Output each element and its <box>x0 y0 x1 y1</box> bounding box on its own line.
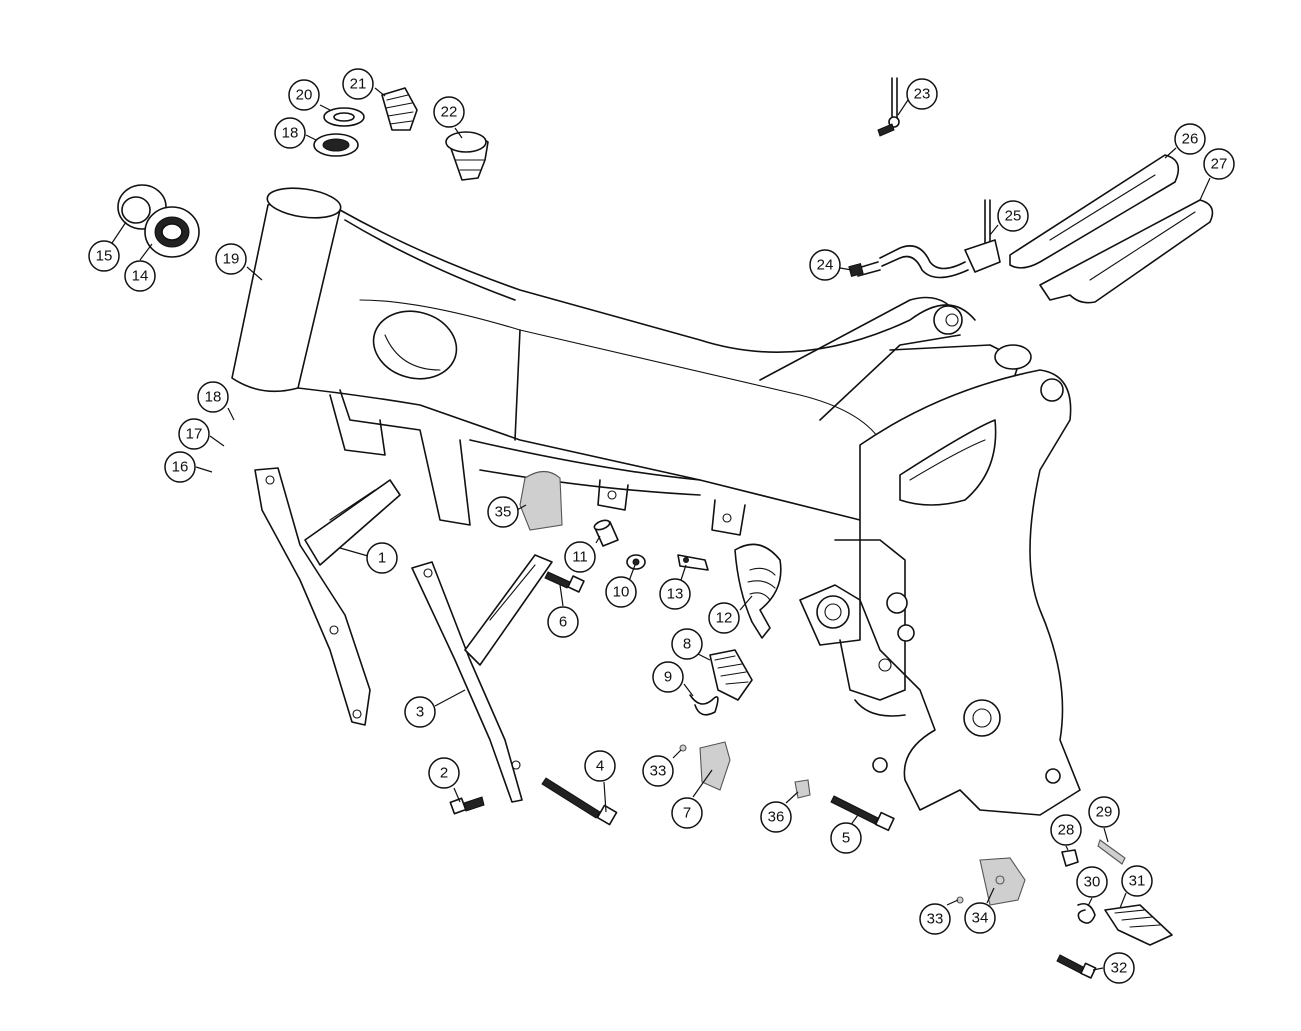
callout-33-upper: 33 <box>642 755 674 787</box>
callout-20: 20 <box>288 79 320 111</box>
callout-label: 31 <box>1129 873 1146 890</box>
callout-label: 33 <box>927 911 944 928</box>
callout-label: 3 <box>416 704 424 721</box>
callout-label: 18 <box>282 125 299 142</box>
callout-4: 4 <box>584 750 616 782</box>
callout-label: 11 <box>572 549 588 566</box>
callout-label: 27 <box>1211 156 1228 173</box>
callout-26: 26 <box>1174 123 1206 155</box>
callout-28: 28 <box>1050 814 1082 846</box>
callout-6: 6 <box>547 606 579 638</box>
callout-27: 27 <box>1203 148 1235 180</box>
callout-label: 7 <box>683 805 691 822</box>
callout-label: 34 <box>972 910 989 927</box>
callout-29: 29 <box>1088 796 1120 828</box>
callout-31: 31 <box>1121 865 1153 897</box>
callout-label: 5 <box>842 830 850 847</box>
callout-label: 36 <box>768 809 785 826</box>
callout-label: 18 <box>205 389 222 406</box>
callout-25: 25 <box>997 200 1029 232</box>
callout-18-lower: 18 <box>197 381 229 413</box>
callout-label: 13 <box>667 586 684 603</box>
callout-13: 13 <box>659 578 691 610</box>
callout-33-lower: 33 <box>919 903 951 935</box>
callout-label: 35 <box>495 504 512 521</box>
callout-16: 16 <box>164 451 196 483</box>
callout-14: 14 <box>124 260 156 292</box>
main-frame <box>231 187 1081 816</box>
callout-1: 1 <box>366 542 398 574</box>
callout-21: 21 <box>342 68 374 100</box>
callout-label: 28 <box>1058 822 1075 839</box>
callout-label: 29 <box>1096 804 1113 821</box>
callout-10: 10 <box>605 576 637 608</box>
callout-label: 32 <box>1111 960 1128 977</box>
callout-label: 10 <box>613 584 630 601</box>
callout-5: 5 <box>830 822 862 854</box>
callout-label: 23 <box>914 86 931 103</box>
callout-label: 24 <box>817 257 834 274</box>
callout-label: 20 <box>296 87 313 104</box>
callout-label: 8 <box>683 636 691 653</box>
callout-23: 23 <box>906 78 938 110</box>
callout-19: 19 <box>215 243 247 275</box>
callout-36: 36 <box>760 801 792 833</box>
callout-22: 22 <box>433 96 465 128</box>
loose-parts <box>117 77 1214 979</box>
callout-8: 8 <box>671 628 703 660</box>
callout-label: 33 <box>650 763 667 780</box>
callout-label: 19 <box>223 251 240 268</box>
callout-11: 11 <box>564 541 596 573</box>
callout-12: 12 <box>708 602 740 634</box>
callout-2: 2 <box>428 757 460 789</box>
callout-label: 17 <box>186 426 203 443</box>
callout-label: 6 <box>559 614 567 631</box>
callout-label: 25 <box>1005 208 1022 225</box>
callout-7: 7 <box>671 797 703 829</box>
callout-label: 2 <box>440 765 448 782</box>
callout-label: 12 <box>716 610 733 627</box>
callout-label: 14 <box>132 268 149 285</box>
callout-label: 26 <box>1182 131 1199 148</box>
callout-9: 9 <box>652 661 684 693</box>
callout-label: 21 <box>350 76 367 93</box>
leader-lines <box>111 87 1211 971</box>
callout-32: 32 <box>1103 952 1135 984</box>
callout-15: 15 <box>88 240 120 272</box>
callout-label: 4 <box>596 758 604 775</box>
callout-label: 30 <box>1084 874 1101 891</box>
callout-35: 35 <box>487 496 519 528</box>
callout-label: 16 <box>172 459 189 476</box>
callout-30: 30 <box>1076 866 1108 898</box>
callout-17: 17 <box>178 418 210 450</box>
callout-label: 9 <box>664 669 672 686</box>
callout-24: 24 <box>809 249 841 281</box>
callout-label: 22 <box>441 104 458 121</box>
callout-label: 15 <box>96 248 113 265</box>
callout-3: 3 <box>404 696 436 728</box>
callout-18-upper: 18 <box>274 117 306 149</box>
callout-34: 34 <box>964 902 996 934</box>
callout-label: 1 <box>378 550 386 567</box>
